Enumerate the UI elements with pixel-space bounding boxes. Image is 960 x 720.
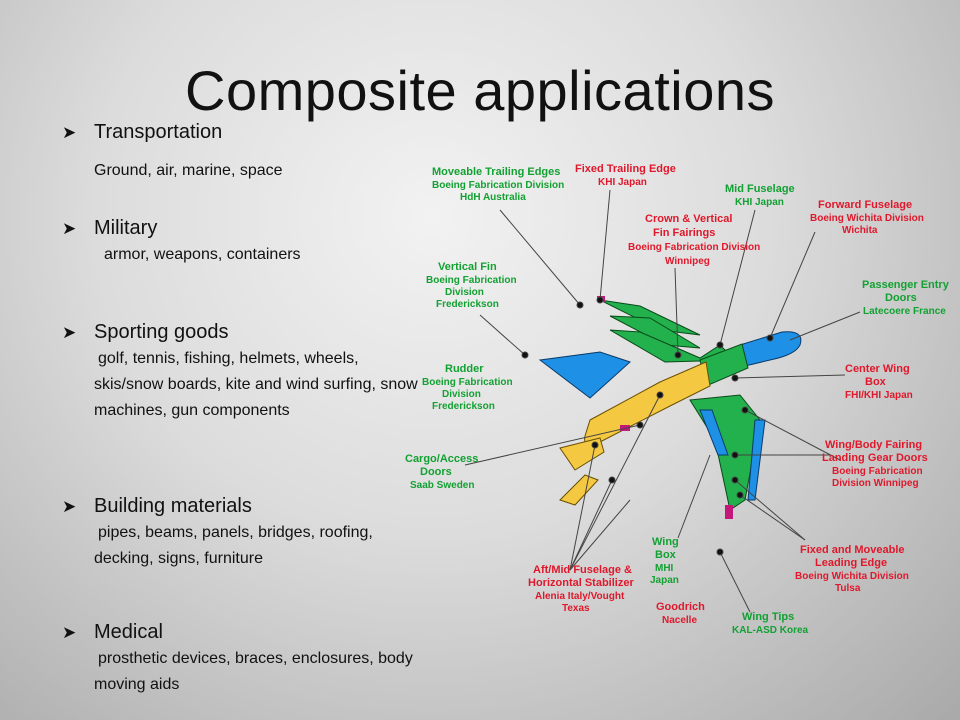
bullet-heading: Transportation [94,121,223,143]
arrow-bullet-icon: ➤ [62,123,77,142]
vertical-fin-part [538,351,631,399]
label-center-wing-box: Center Wing Box FHI/KHI Japan [845,363,913,401]
forward-fuselage-part [739,331,802,367]
label-forward-fuselage: Forward Fuselage Boeing Wichita Division… [810,199,927,236]
label-wing-body-fairing: Wing/Body Fairing Landing Gear Doors Boe… [822,439,931,489]
label-crown-fairings: Crown & Vertical Fin Fairings Boeing Fab… [628,213,763,267]
nacelle-part [725,505,733,519]
bullet-body: pipes, beams, panels, bridges, roofing, … [94,524,373,567]
label-goodrich-nacelle: Goodrich Nacelle [656,601,708,626]
label-passenger-entry-doors: Passenger Entry Doors Latecoere France [862,279,952,317]
bullet-building-materials: ➤ Building materials pipes, beams, panels… [62,492,432,618]
label-aft-mid-fuselage: Aft/Mid Fuselage & Horizontal Stabilizer… [528,564,637,614]
label-cargo-access-doors: Cargo/Access Doors Saab Sweden [405,453,481,491]
aircraft-composites-diagram: Moveable Trailing Edges Boeing Fabricati… [405,163,952,636]
leader-lines [464,189,861,613]
arrow-bullet-icon: ➤ [62,323,77,342]
slide-title: Composite applications [185,59,775,122]
bullet-body: prosthetic devices, braces, enclosures, … [94,650,413,693]
label-wing-tips: Wing Tips KAL-ASD Korea [732,611,809,636]
label-vertical-fin: Vertical Fin Boeing Fabrication Division… [426,261,520,310]
bullet-transportation: ➤ Transportation Ground, air, marine, spa… [62,118,432,214]
bullet-body: golf, tennis, fishing, helmets, wheels, … [94,350,418,419]
leading-edge-strip [747,419,766,501]
label-fixed-trailing-edge: Fixed Trailing Edge KHI Japan [575,163,679,188]
stabilizer-tip-part [559,474,599,506]
label-mid-fuselage: Mid Fuselage KHI Japan [725,183,798,208]
bullet-medical: ➤ Medical prosthetic devices, braces, enc… [62,618,432,698]
arrow-bullet-icon: ➤ [62,219,77,238]
arrow-bullet-icon: ➤ [62,497,77,516]
bullet-heading: Military [94,217,158,239]
bullet-heading: Sporting goods [94,321,229,343]
bullet-body: Ground, air, marine, space [94,162,283,179]
bullet-body: armor, weapons, containers [104,246,301,263]
label-leading-edge: Fixed and Moveable Leading Edge Boeing W… [795,544,912,594]
arrow-bullet-icon: ➤ [62,623,77,642]
wing-fairing-strip [699,409,729,456]
aircraft-illustration [538,296,802,519]
bullet-heading: Medical [94,621,163,643]
label-wing-box: Wing Box MHI Japan [650,536,682,586]
bullet-sporting-goods: ➤ Sporting goods golf, tennis, fishing, h… [62,318,432,492]
label-rudder: Rudder Boeing Fabrication Division Frede… [422,363,516,412]
bullet-heading: Building materials [94,495,252,517]
bullet-list: ➤ Transportation Ground, air, marine, spa… [62,118,432,698]
label-moveable-trailing-edges: Moveable Trailing Edges Boeing Fabricati… [432,166,567,203]
bullet-military: ➤ Military armor, weapons, containers [62,214,432,318]
